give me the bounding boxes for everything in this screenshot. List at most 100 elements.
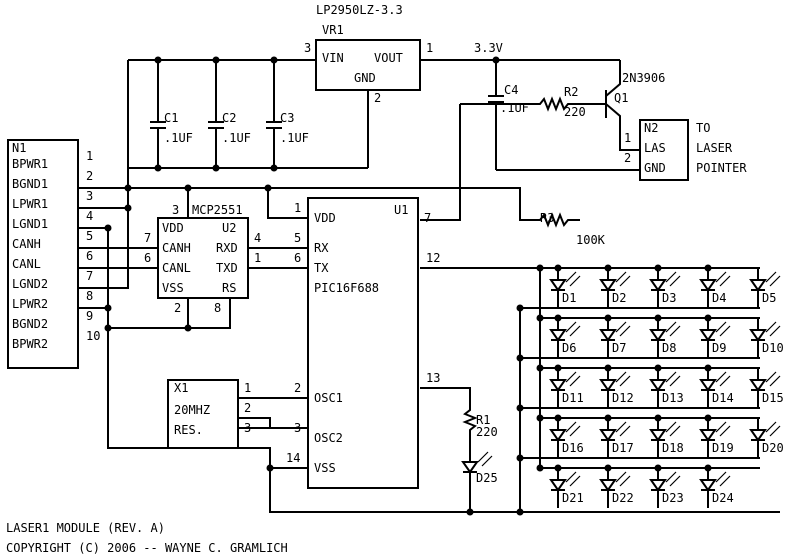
led-d7: D7 (599, 318, 631, 358)
u2-vdd-label: VDD (162, 221, 184, 235)
c2-symbol (208, 60, 224, 168)
junction-dot (704, 314, 712, 322)
u1-vss-label: VSS (314, 461, 336, 475)
led-label: D3 (662, 291, 676, 305)
led-label: D6 (562, 341, 576, 355)
u1-pin-rx-num: 5 (294, 231, 301, 245)
led-d6: D6 (549, 318, 581, 358)
vr1-part: LP2950LZ-3.3 (316, 3, 403, 17)
n1-ref: N1 (12, 141, 26, 155)
junction-dot (536, 414, 544, 422)
c2-value: .1UF (222, 131, 251, 145)
u1-part: PIC16F688 (314, 281, 379, 295)
junction-dot (654, 364, 662, 372)
led-d22: D22 (599, 468, 634, 508)
u1-pin-osc1-num: 2 (294, 381, 301, 395)
led-label: D4 (712, 291, 726, 305)
n2-desc-pointer: POINTER (696, 161, 747, 175)
title-block-line1: LASER1 MODULE (REV. A) (6, 521, 165, 535)
led-label: D18 (662, 441, 684, 455)
n1-pin-num: 2 (86, 169, 93, 183)
title-block-line2: COPYRIGHT (C) 2006 -- WAYNE C. GRAMLICH (6, 541, 288, 555)
n1-pin-name: LGND2 (12, 277, 48, 291)
junction-dot (124, 184, 132, 192)
c1-ref: C1 (164, 111, 178, 125)
led-d15: D15 (749, 368, 784, 408)
junction-dot (554, 264, 562, 272)
junction-dot (604, 464, 612, 472)
junction-dot (536, 264, 544, 272)
led-label: D2 (612, 291, 626, 305)
led-label: D13 (662, 391, 684, 405)
n2-desc-laser: LASER (696, 141, 733, 155)
led-label: D7 (612, 341, 626, 355)
interconnect-wires (78, 60, 780, 513)
n1-pin-name: CANL (12, 257, 41, 271)
junction-dot (536, 314, 544, 322)
u2-rs-label: RS (222, 281, 236, 295)
led-d2: D2 (599, 268, 631, 308)
n1-pin-name: CANH (12, 237, 41, 251)
u2-body (157, 217, 249, 299)
led-d14: D14 (699, 368, 734, 408)
u1-pin-vss-num: 14 (286, 451, 300, 465)
r3-ref: R3 (540, 211, 554, 225)
u1-tx-label: TX (314, 261, 329, 275)
u2-pin-txd-num: 1 (254, 251, 261, 265)
n1-pin-num: 5 (86, 229, 93, 243)
vr1-pin-vin: 3 (304, 41, 311, 55)
n1-pin-name: BGND1 (12, 177, 48, 191)
led-d3: D3 (649, 268, 681, 308)
junction-dot (266, 464, 274, 472)
junction-dot (516, 304, 524, 312)
n1-pin-name: BPWR2 (12, 337, 48, 351)
led-d8: D8 (649, 318, 681, 358)
led-d18: D18 (649, 418, 684, 458)
led-d9: D9 (699, 318, 731, 358)
led-d16: D16 (549, 418, 584, 458)
c3-value: .1UF (280, 131, 309, 145)
junction-dot (104, 224, 112, 232)
junction-dot (654, 264, 662, 272)
u1-pin-vdd-num: 1 (294, 201, 301, 215)
x1-ref: X1 (174, 381, 188, 395)
led-d1: D1 (549, 268, 581, 308)
led-label: D15 (762, 391, 784, 405)
led-d5: D5 (749, 268, 781, 308)
n1-pin-num: 7 (86, 269, 93, 283)
u2-part: MCP2551 (192, 203, 243, 217)
led-label: D16 (562, 441, 584, 455)
junction-dot (704, 414, 712, 422)
led-label: D12 (612, 391, 634, 405)
junction-dot (554, 314, 562, 322)
n1-pin-num: 1 (86, 149, 93, 163)
u2-txd-label: TXD (216, 261, 238, 275)
led-d24: D24 (699, 468, 734, 508)
u2-pin-canl-num: 6 (144, 251, 151, 265)
r2-ref: R2 (564, 85, 578, 99)
n1-connector-body (7, 139, 79, 369)
junction-dot (604, 314, 612, 322)
u2-ref: U2 (222, 221, 236, 235)
n1-pin-num: 9 (86, 309, 93, 323)
u2-vss-label: VSS (162, 281, 184, 295)
u2-rxd-label: RXD (216, 241, 238, 255)
c4-ref: C4 (504, 83, 518, 97)
led-label: D14 (712, 391, 734, 405)
n1-pin-name: BGND2 (12, 317, 48, 331)
junction-dot (654, 464, 662, 472)
junction-dot (212, 164, 220, 172)
junction-dot (264, 184, 272, 192)
led-label: D23 (662, 491, 684, 505)
junction-dot (124, 204, 132, 212)
junction-dot (270, 164, 278, 172)
junction-dot (492, 56, 500, 64)
n1-pin-name: LGND1 (12, 217, 48, 231)
c3-symbol (266, 60, 282, 168)
led-d23: D23 (649, 468, 684, 508)
n2-wires (619, 130, 640, 171)
bypass-capacitors (128, 60, 368, 169)
led-d19: D19 (699, 418, 734, 458)
